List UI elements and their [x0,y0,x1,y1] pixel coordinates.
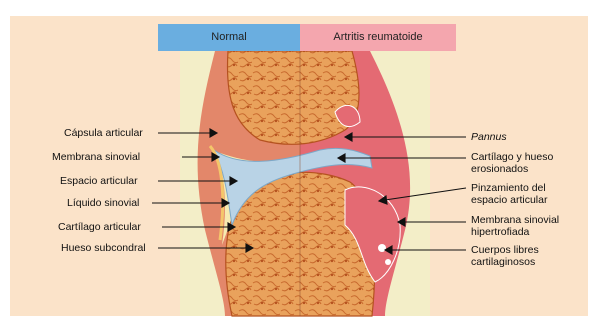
label-hueso-subcondral: Hueso subcondral [61,242,146,254]
header-normal: Normal [158,24,300,51]
label-cuerpos-libres: Cuerpos libres cartilaginosos [471,244,579,268]
label-membrana-sinovial: Membrana sinovial [52,151,140,163]
label-membrana-hipertrofiada: Membrana sinovial hipertrofiada [471,214,587,238]
upper-bone [227,51,359,144]
label-cartilago-hueso-erosionados: Cartílago y hueso erosionados [471,151,583,175]
loose-body [385,259,391,265]
header-rheumatoid-arthritis: Artritis reumatoide [300,24,456,51]
label-cartilago-articular: Cartílago articular [58,221,141,233]
label-pannus: Pannus [471,131,591,143]
label-pinzamiento: Pinzamiento del espacio articular [471,182,579,206]
label-capsula-articular: Cápsula articular [64,127,143,139]
loose-body [378,244,386,252]
label-liquido-sinovial: Líquido sinovial [67,197,139,209]
label-espacio-articular: Espacio articular [60,175,138,187]
